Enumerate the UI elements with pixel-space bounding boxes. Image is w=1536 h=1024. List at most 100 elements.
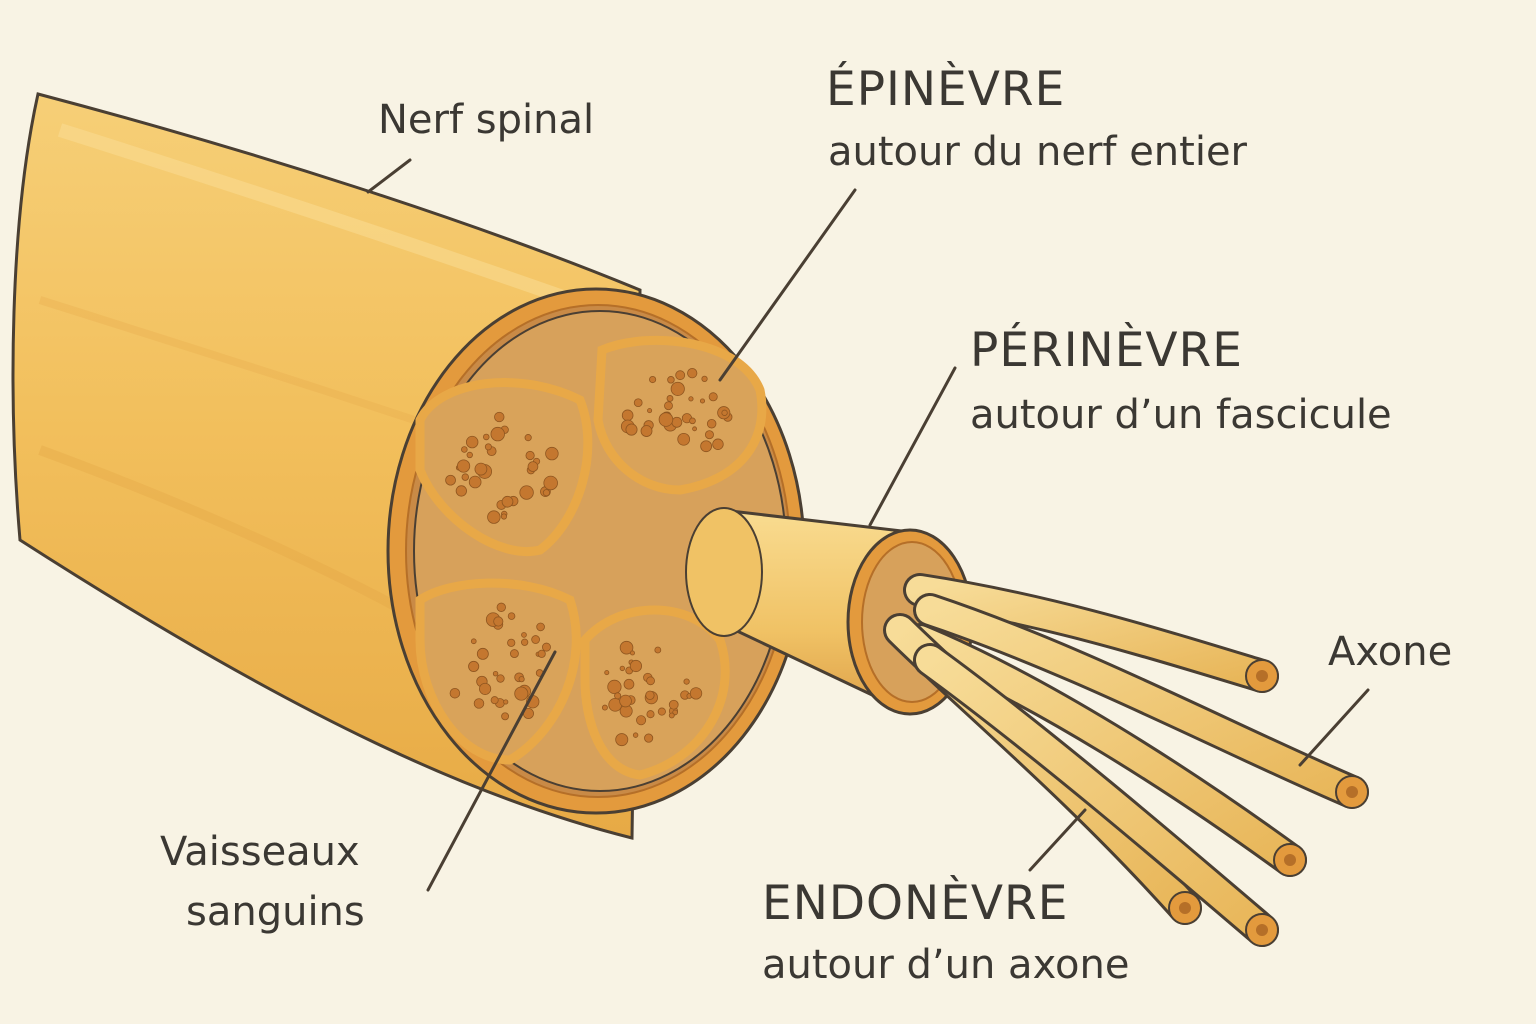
axon-dot: [629, 659, 643, 673]
axon-dot: [700, 440, 713, 453]
axon-dot: [633, 398, 643, 408]
leader-nerf-spinal: [366, 158, 412, 194]
axon-dot: [455, 485, 467, 497]
leader-perinevre: [868, 366, 957, 527]
axon-dot: [468, 660, 480, 672]
axon-dot: [687, 368, 698, 379]
axon-dot: [465, 435, 479, 449]
axon-dot: [543, 475, 558, 491]
axon-dot: [632, 732, 639, 738]
axon-dot: [646, 676, 655, 686]
axon-dot: [474, 462, 488, 476]
axon-dot: [493, 616, 504, 627]
axon-dot: [699, 398, 706, 404]
axon-dot: [461, 473, 469, 481]
axon-dot: [479, 682, 492, 695]
axon-dot: [521, 632, 527, 638]
label-endonevre-desc: autour d’un axone: [762, 942, 1130, 988]
axon-dot: [619, 665, 625, 672]
axon-dot: [490, 696, 499, 705]
axon-dot: [456, 459, 471, 473]
axon-dot: [483, 433, 490, 441]
axon-dot: [701, 375, 708, 383]
axon-dot: [503, 699, 509, 705]
axon-dot: [514, 686, 529, 701]
axon-dot: [630, 650, 635, 656]
axon-dot: [525, 450, 535, 461]
axon-dot: [668, 699, 679, 710]
axon-dot: [667, 376, 675, 384]
axon-dot: [636, 715, 647, 726]
axon-dot: [645, 690, 655, 700]
axon-dot: [621, 409, 634, 422]
axon-dot: [619, 640, 634, 655]
axon-dot: [654, 646, 662, 654]
axon-dot: [536, 622, 545, 632]
fascicle: [415, 378, 593, 556]
axon-dot: [492, 670, 499, 677]
axon-dot: [671, 416, 683, 428]
axon-dot: [666, 395, 674, 402]
axon-dot: [646, 710, 655, 719]
axon-dot: [524, 434, 532, 442]
axon-dot: [712, 438, 724, 450]
axon-dot: [449, 687, 461, 699]
axon-dot: [487, 510, 501, 524]
axon-dot: [509, 649, 519, 659]
axon-dot: [623, 678, 635, 690]
axon-dot: [607, 679, 622, 694]
axon-dot: [542, 642, 551, 652]
axon-dot: [706, 418, 717, 429]
axon-dot: [658, 412, 674, 427]
axon-dot: [704, 430, 714, 440]
axon-dot: [721, 409, 728, 416]
axon-dot: [494, 411, 505, 423]
axon-dot: [619, 694, 632, 708]
axon-dot: [615, 733, 629, 747]
axon-dot: [649, 375, 657, 384]
axon-dot: [466, 451, 473, 459]
axon-dot: [677, 432, 691, 446]
axon-dot: [500, 513, 508, 520]
axon-dot: [657, 707, 666, 716]
axon-dot: [521, 638, 529, 646]
label-epinevre-desc: autour du nerf entier: [828, 129, 1248, 175]
label-epinevre-title: ÉPINÈVRE: [826, 62, 1066, 117]
axon-dot: [501, 712, 510, 721]
axon-dot: [496, 602, 506, 612]
label-vaisseaux-line2: sanguins: [186, 889, 365, 935]
axon-dot: [683, 678, 690, 685]
axon-dot: [545, 446, 559, 461]
axon-dot: [507, 612, 516, 620]
axon-dot: [537, 649, 546, 658]
axon-dot: [614, 692, 622, 700]
axon-dot: [519, 485, 534, 500]
label-endonevre-title: ENDONÈVRE: [762, 876, 1069, 931]
axon-dot: [473, 698, 485, 709]
axon-dot: [625, 423, 638, 436]
axon-dot: [476, 647, 489, 660]
leader-epinevre: [718, 188, 857, 382]
axon-dot: [668, 712, 675, 719]
label-perinevre-desc: autour d’un fascicule: [970, 392, 1392, 438]
axons: [883, 573, 1369, 947]
axon-dot: [542, 489, 551, 497]
axon-dot: [518, 676, 525, 683]
cross-section: [386, 287, 951, 815]
axon-dot: [507, 638, 516, 647]
leader-axone: [1298, 688, 1370, 767]
axon-dot: [664, 401, 673, 411]
leader-endonevre: [1028, 808, 1087, 872]
axon-dot: [496, 674, 505, 683]
leader-vaisseaux: [426, 650, 557, 892]
axon-dot: [670, 381, 685, 396]
label-axone: Axone: [1328, 629, 1453, 675]
axon-dot: [647, 408, 653, 414]
axon-dot: [501, 495, 514, 508]
axon-dot: [484, 443, 492, 451]
axon-dot: [604, 670, 610, 676]
label-vaisseaux-line1: Vaisseaux: [160, 829, 360, 875]
axon-dot: [708, 392, 718, 402]
axon-dot: [461, 446, 468, 453]
